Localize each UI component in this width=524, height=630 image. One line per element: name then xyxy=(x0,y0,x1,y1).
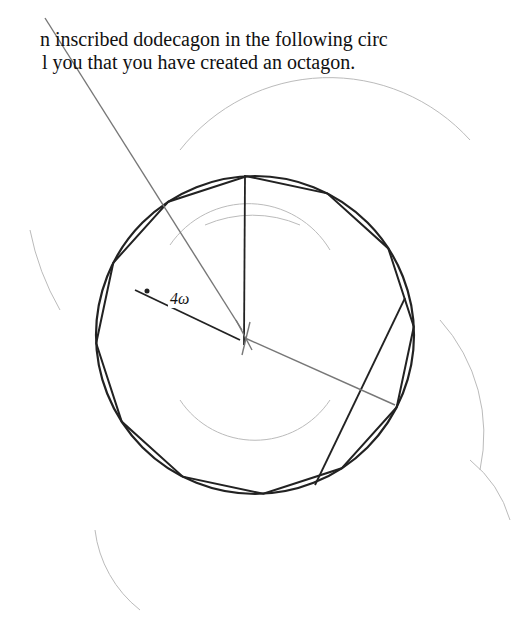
instruction-text: n inscribed dodecagon in the following c… xyxy=(40,28,388,51)
circle xyxy=(96,176,414,494)
dodecagon xyxy=(96,176,414,494)
handwritten-note: 4ω xyxy=(168,290,191,308)
instruction-text: l you that you have created an octagon. xyxy=(42,51,355,74)
